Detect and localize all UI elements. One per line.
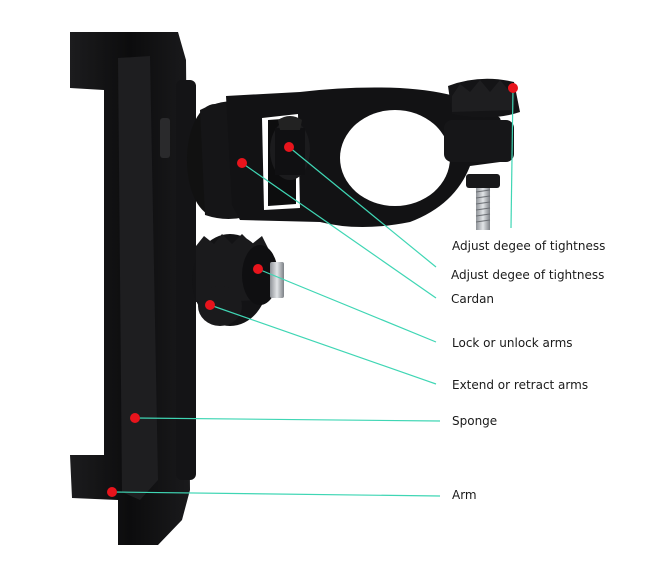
marker-dot-adjust-2: [284, 142, 294, 152]
callout-label-arm: Arm: [452, 488, 477, 502]
callout-leaders: [111, 87, 514, 497]
callout-label-extend: Extend or retract arms: [452, 378, 589, 392]
marker-dot-arm: [107, 487, 117, 497]
leader-line-adjust-2: [288, 146, 437, 268]
marker-dot-cardan: [237, 158, 247, 168]
marker-dot-extend: [205, 300, 215, 310]
leader-line-arm: [111, 491, 441, 497]
leader-line-extend: [209, 304, 437, 385]
leader-line-adjust-1: [510, 87, 514, 229]
callout-label-adjust-tightness-2: Adjust degee of tightness: [451, 268, 605, 282]
callout-label-cardan: Cardan: [451, 292, 495, 306]
lower-knob-assembly: [192, 234, 284, 326]
callout-label-adjust-tightness-1: Adjust degee of tightness: [452, 239, 606, 253]
callout-label-sponge: Sponge: [452, 414, 498, 428]
leader-line-lock: [257, 268, 437, 343]
top-star-knob: [448, 78, 520, 118]
threaded-bolt: [466, 174, 500, 230]
marker-dot-lock: [253, 264, 263, 274]
callout-label-lock: Lock or unlock arms: [452, 336, 573, 350]
leader-line-sponge: [134, 417, 441, 422]
marker-dot-adjust-1: [508, 83, 518, 93]
marker-dot-sponge: [130, 413, 140, 423]
callout-markers: [107, 83, 518, 497]
leader-line-cardan: [241, 162, 437, 299]
holder-frame: [70, 32, 196, 545]
